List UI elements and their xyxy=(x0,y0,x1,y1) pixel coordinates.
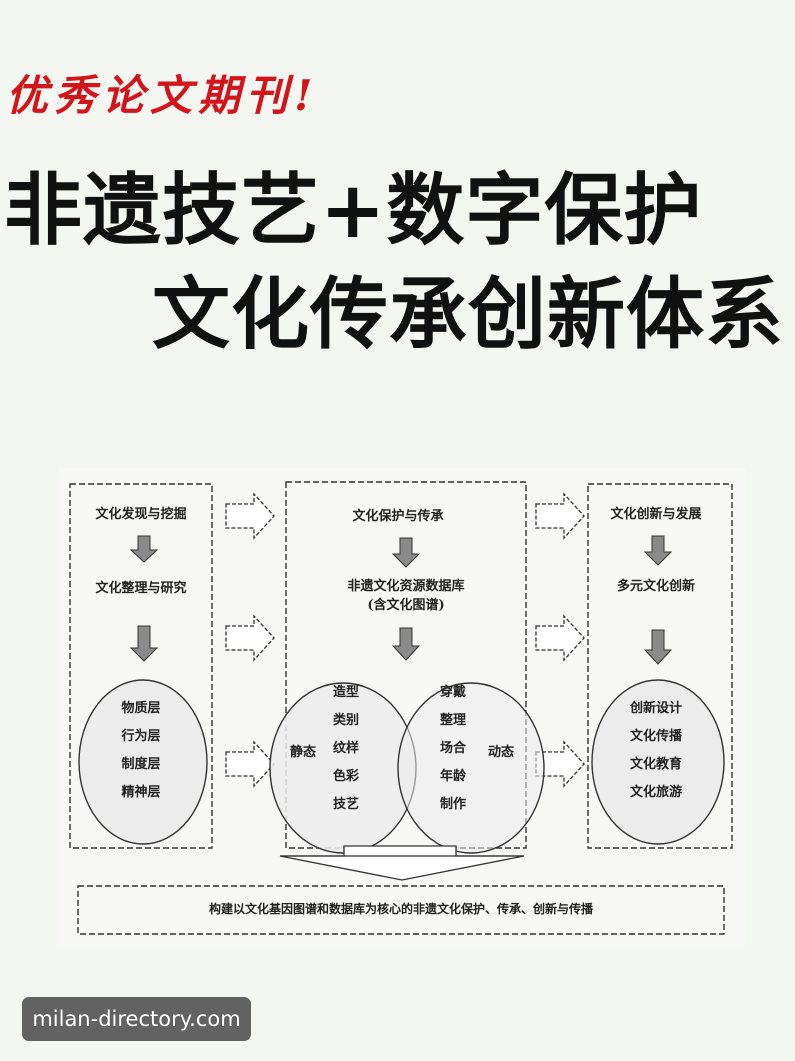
right-arrow-left-mid-2 xyxy=(225,614,275,662)
static-item: 色彩 xyxy=(332,769,360,784)
bottom-summary-frame xyxy=(77,885,725,935)
middle-step-2-line-1: 非遗文化资源数据库 xyxy=(347,579,465,594)
right-arrow-left-mid-3 xyxy=(225,740,275,788)
down-arrow-left-1 xyxy=(129,535,159,563)
layer-item: 制度层 xyxy=(121,757,161,772)
right-arrow-mid-right-1 xyxy=(535,492,585,540)
summary-text: 构建以文化基因图谱和数据库为核心的非遗文化保护、传承、创新与传播 xyxy=(208,902,594,916)
dynamic-label: 动态 xyxy=(488,745,515,760)
dynamic-item: 年龄 xyxy=(439,769,467,784)
middle-step-1: 文化保护与传承 xyxy=(352,509,444,524)
dynamic-item: 穿戴 xyxy=(439,685,467,700)
innovation-item: 文化教育 xyxy=(629,757,683,772)
innovation-item: 文化旅游 xyxy=(629,785,683,800)
dynamic-item: 整理 xyxy=(439,713,467,728)
middle-step-2-line-2: (含文化图谱) xyxy=(367,598,445,613)
innovation-item: 文化传播 xyxy=(629,729,683,744)
down-arrow-right-1 xyxy=(643,535,673,566)
layer-item: 物质层 xyxy=(121,701,161,716)
layer-item: 行为层 xyxy=(121,729,161,744)
right-arrow-mid-right-3 xyxy=(535,740,585,788)
right-item-ellipse xyxy=(591,679,725,845)
left-layer-ellipse xyxy=(78,679,208,845)
right-column-frame xyxy=(587,483,733,849)
watermark-badge: milan-directory.com xyxy=(22,997,251,1041)
static-label: 静态 xyxy=(290,745,317,760)
static-item: 纹样 xyxy=(332,741,360,756)
right-arrow-left-mid-1 xyxy=(225,492,275,540)
left-step-2: 文化整理与研究 xyxy=(95,581,187,596)
bottom-funnel-arrow xyxy=(279,845,525,881)
middle-dynamic-ellipse xyxy=(397,682,545,854)
main-title-line-2: 文化传承创新体系 xyxy=(152,270,785,360)
static-item: 造型 xyxy=(332,685,360,700)
static-item: 技艺 xyxy=(332,797,360,812)
innovation-item: 创新设计 xyxy=(629,701,683,716)
journal-tag: 优秀论文期刊! xyxy=(6,71,319,120)
left-step-1: 文化发现与挖掘 xyxy=(95,507,187,522)
diagram-graphics xyxy=(69,481,733,935)
down-arrow-middle-1 xyxy=(391,537,421,568)
right-step-2: 多元文化创新 xyxy=(616,579,696,594)
middle-static-ellipse xyxy=(269,682,417,854)
down-arrow-right-2 xyxy=(643,629,673,665)
layer-item: 精神层 xyxy=(121,785,161,800)
static-item: 类别 xyxy=(332,713,360,728)
framework-diagram: 文化发现与挖掘 文化整理与研究 物质层 行为层 制度层 精神层 文化保护与传承 … xyxy=(58,468,746,946)
right-step-1: 文化创新与发展 xyxy=(610,507,702,522)
down-arrow-middle-2 xyxy=(391,627,421,661)
main-title-line-1: 非遗技艺+数字保护 xyxy=(4,166,703,256)
dynamic-item: 场合 xyxy=(439,741,467,756)
dynamic-item: 制作 xyxy=(439,797,467,812)
right-arrow-mid-right-2 xyxy=(535,614,585,662)
down-arrow-left-2 xyxy=(129,625,159,662)
left-column-frame xyxy=(69,483,213,849)
